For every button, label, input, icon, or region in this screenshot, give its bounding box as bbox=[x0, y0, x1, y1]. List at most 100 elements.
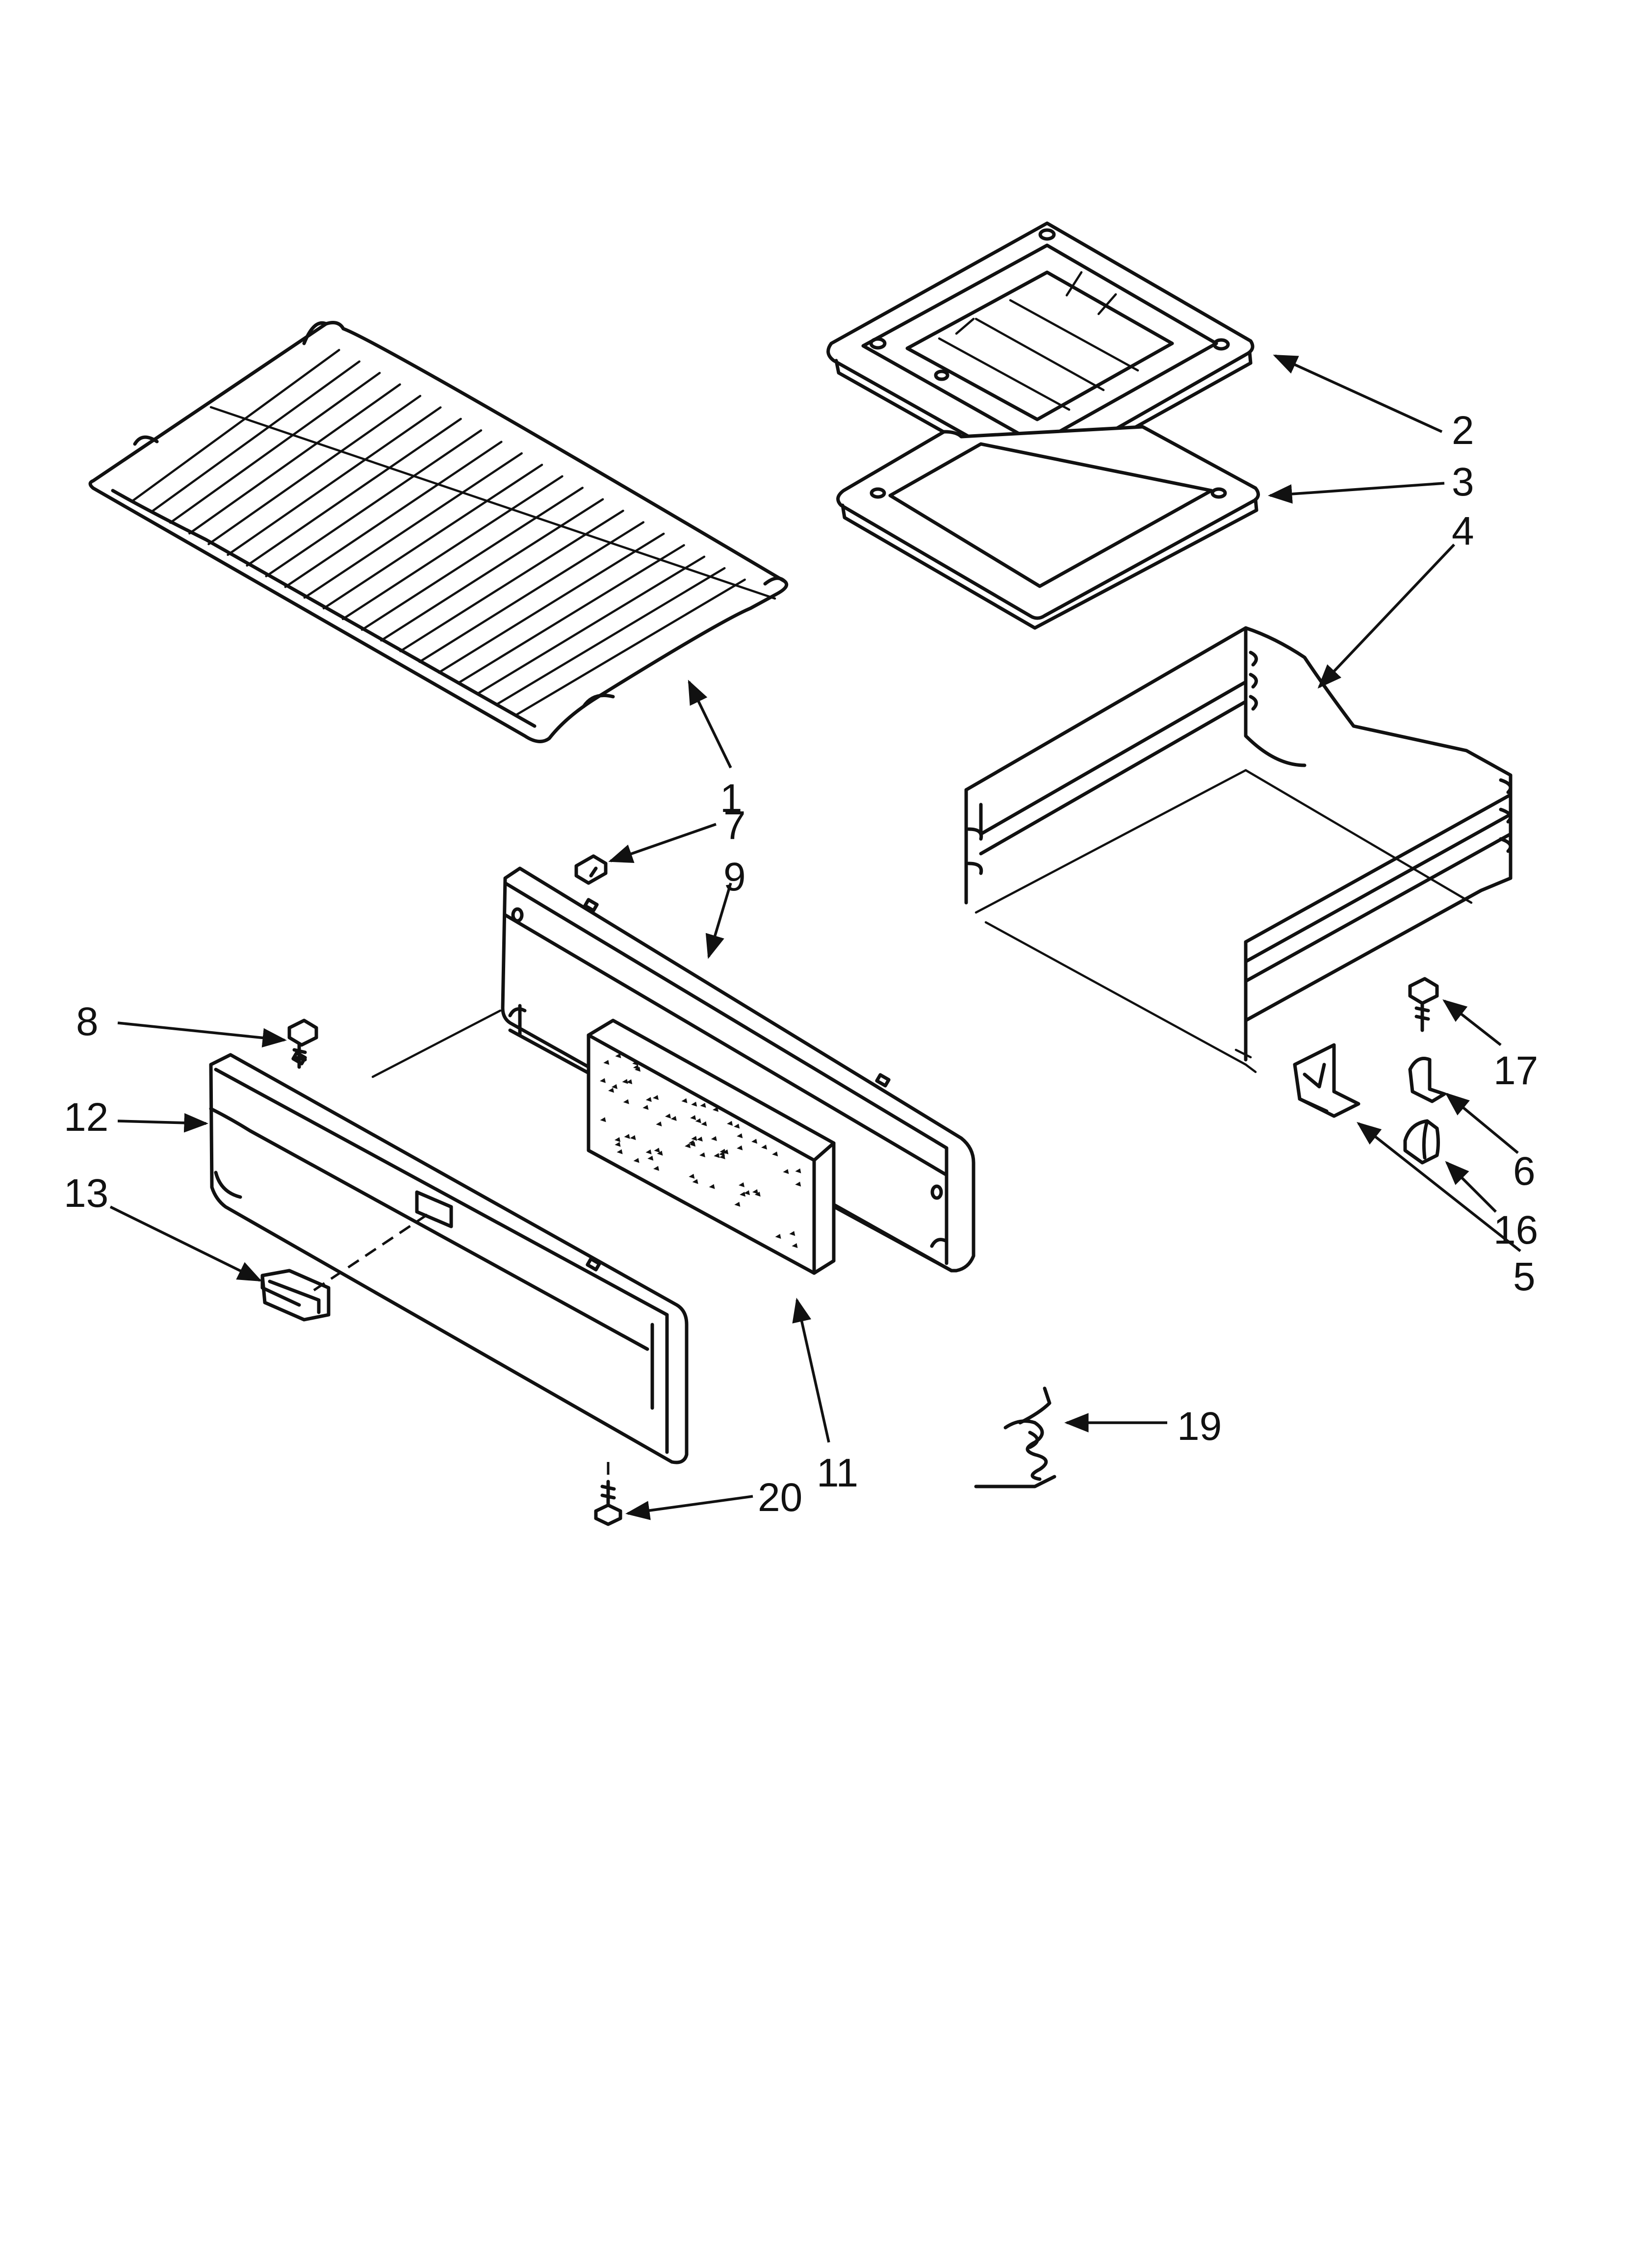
insulation-speckle bbox=[652, 1095, 659, 1100]
insulation-speckle bbox=[795, 1181, 801, 1187]
clip-6 bbox=[1408, 1057, 1446, 1103]
insulation-speckle bbox=[740, 1192, 746, 1197]
insulation-speckle bbox=[789, 1231, 795, 1236]
insulation-speckle bbox=[624, 1134, 630, 1139]
rack-bar bbox=[169, 371, 381, 524]
insulation-speckle bbox=[701, 1121, 707, 1126]
callout-13: 13 bbox=[64, 1171, 108, 1216]
callout-17: 17 bbox=[1493, 1048, 1538, 1093]
callout-3: 3 bbox=[1452, 460, 1474, 504]
rack-bar bbox=[207, 394, 422, 546]
rack-bar bbox=[227, 406, 442, 556]
insulation-speckle bbox=[734, 1201, 741, 1207]
broil-pan-grid bbox=[826, 221, 1255, 485]
drawer-body bbox=[964, 626, 1513, 1073]
callout-12: 12 bbox=[64, 1095, 108, 1140]
insulation-speckle bbox=[795, 1168, 801, 1173]
rack-bar bbox=[495, 567, 726, 706]
insulation-speckle bbox=[692, 1179, 698, 1184]
screw-7 bbox=[574, 854, 608, 885]
callout-20: 20 bbox=[758, 1475, 802, 1520]
insulation-speckle bbox=[608, 1088, 615, 1093]
insulation-speckle bbox=[737, 1145, 743, 1150]
clip-16 bbox=[1403, 1119, 1440, 1165]
insulation-speckle bbox=[691, 1101, 697, 1107]
insulation-speckle bbox=[761, 1145, 768, 1150]
insulation-speckle bbox=[696, 1136, 703, 1142]
rack-bar bbox=[303, 452, 523, 599]
callout-6: 6 bbox=[1513, 1149, 1536, 1194]
insulation-speckle bbox=[685, 1143, 691, 1148]
oven-rack bbox=[88, 321, 789, 743]
drawer-front-panel bbox=[209, 1051, 689, 1464]
insulation-speckle bbox=[711, 1136, 717, 1141]
spring-19 bbox=[974, 1386, 1056, 1488]
insulation-speckle bbox=[712, 1107, 718, 1112]
insulation-speckle bbox=[614, 1137, 620, 1142]
insulation-speckle bbox=[699, 1152, 705, 1157]
insulation-speckle bbox=[653, 1166, 660, 1171]
insulation-speckle bbox=[691, 1136, 697, 1141]
insulation-speckle bbox=[709, 1184, 715, 1189]
insulation-speckle bbox=[689, 1173, 695, 1179]
rack-bar bbox=[341, 475, 564, 621]
rack-bar bbox=[476, 555, 706, 695]
insulation-speckle bbox=[611, 1084, 617, 1089]
insulation-speckle bbox=[737, 1133, 743, 1139]
insulation-speckle bbox=[645, 1097, 652, 1102]
insulation-speckle bbox=[603, 1060, 610, 1065]
screw-17 bbox=[1408, 977, 1439, 1032]
insulation-speckle bbox=[647, 1155, 654, 1161]
broil-pan bbox=[836, 425, 1260, 630]
insulation-speckle bbox=[626, 1079, 633, 1085]
insulation-speckle bbox=[722, 1149, 729, 1155]
insulation-speckle bbox=[633, 1158, 640, 1163]
insulation-speckle bbox=[615, 1053, 621, 1059]
insulation-speckle bbox=[632, 1061, 639, 1066]
screw-8 bbox=[287, 1018, 318, 1069]
insulation-speckle bbox=[695, 1118, 701, 1123]
insulation-speckle bbox=[630, 1135, 636, 1140]
rack-bar bbox=[399, 509, 624, 652]
insulation-speckle bbox=[772, 1151, 778, 1157]
rack-bar bbox=[380, 498, 604, 642]
rack-bar bbox=[130, 349, 340, 503]
leader-lines bbox=[109, 354, 1521, 1520]
insulation-speckle bbox=[635, 1067, 641, 1072]
insulation-speckle bbox=[744, 1190, 750, 1196]
bracket-5 bbox=[1293, 1043, 1360, 1118]
insulation-speckle bbox=[700, 1103, 706, 1108]
insulation-speckle bbox=[622, 1079, 628, 1084]
callout-9: 9 bbox=[723, 855, 746, 899]
insulation-speckle bbox=[599, 1078, 606, 1083]
insulation-speckle bbox=[623, 1099, 629, 1104]
insulation-speckle bbox=[681, 1098, 688, 1103]
insulation-speckle bbox=[751, 1139, 758, 1144]
insulation-speckle bbox=[792, 1243, 798, 1248]
insulation-speckle bbox=[754, 1192, 761, 1197]
callout-1: 1 bbox=[720, 776, 743, 821]
insulation-speckle bbox=[615, 1142, 621, 1147]
screw-20 bbox=[594, 1480, 622, 1526]
rack-bar bbox=[514, 578, 746, 717]
rack-bar bbox=[360, 487, 584, 631]
insulation-speckle bbox=[727, 1121, 733, 1126]
insulation-speckle bbox=[738, 1182, 744, 1187]
rack-bar bbox=[265, 429, 483, 577]
callout-2: 2 bbox=[1452, 408, 1474, 453]
insulation-speckle bbox=[670, 1116, 677, 1121]
insulation-speckle bbox=[783, 1169, 789, 1174]
rack-bar bbox=[457, 544, 685, 684]
connect-dash-13-12 bbox=[313, 1210, 433, 1292]
insulation-speckle bbox=[734, 1123, 740, 1129]
rack-bar bbox=[437, 532, 665, 674]
callout-16: 16 bbox=[1493, 1208, 1538, 1252]
insulation-pad bbox=[587, 1018, 836, 1275]
callout-8: 8 bbox=[76, 999, 99, 1044]
callout-19: 19 bbox=[1177, 1404, 1222, 1449]
handle-insert bbox=[260, 1269, 331, 1322]
rack-bar bbox=[284, 441, 503, 588]
insulation-speckle bbox=[633, 1065, 639, 1070]
rack-bar bbox=[322, 464, 543, 610]
